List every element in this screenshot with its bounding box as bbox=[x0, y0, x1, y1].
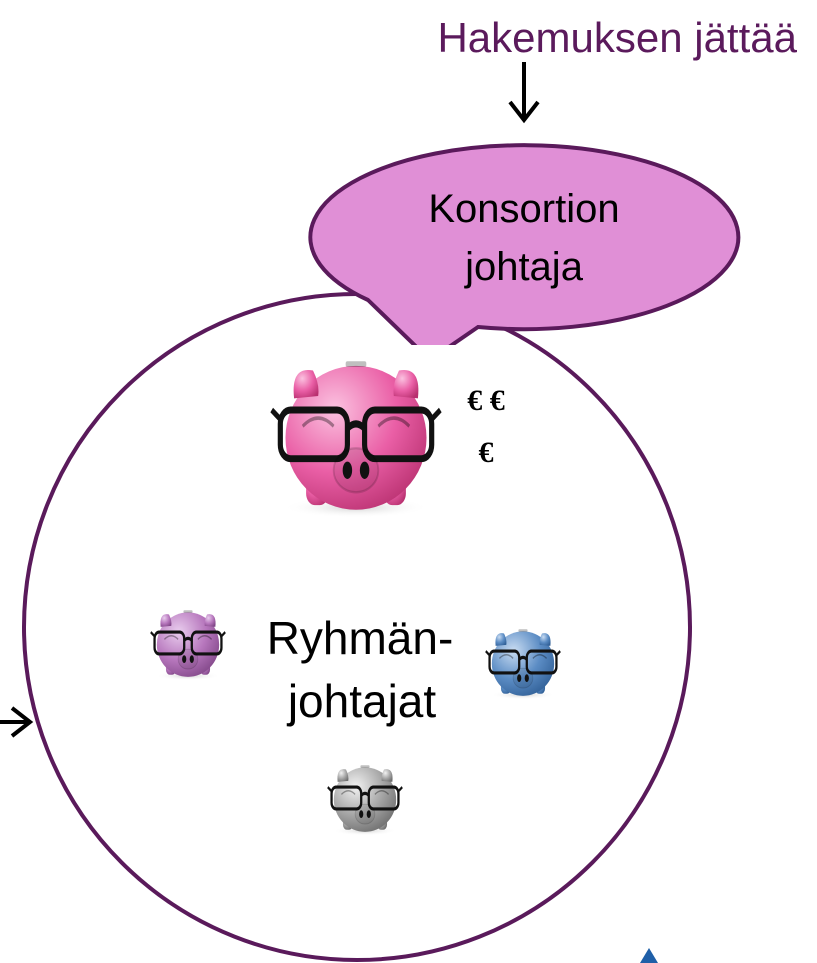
consortium-leader-label-line1: Konsortion bbox=[428, 187, 619, 231]
group-leaders-label-line2: johtajat bbox=[286, 675, 437, 727]
submitter-label: Hakemuksen jättää bbox=[437, 14, 797, 61]
euro-signs-line1: € € bbox=[467, 384, 505, 417]
consortium-leader-label-line2: johtaja bbox=[464, 245, 584, 289]
blue-triangle-icon bbox=[640, 948, 658, 963]
submitter-arrow bbox=[508, 62, 540, 124]
consortium-leader-bubble: Konsortion johtaja bbox=[308, 143, 741, 363]
group-leaders-label-line1: Ryhmän- bbox=[267, 612, 454, 664]
incoming-arrow bbox=[0, 706, 34, 738]
euro-signs-line2: € bbox=[479, 436, 494, 469]
pink-piggy-bank-with-glasses-icon bbox=[244, 345, 471, 518]
